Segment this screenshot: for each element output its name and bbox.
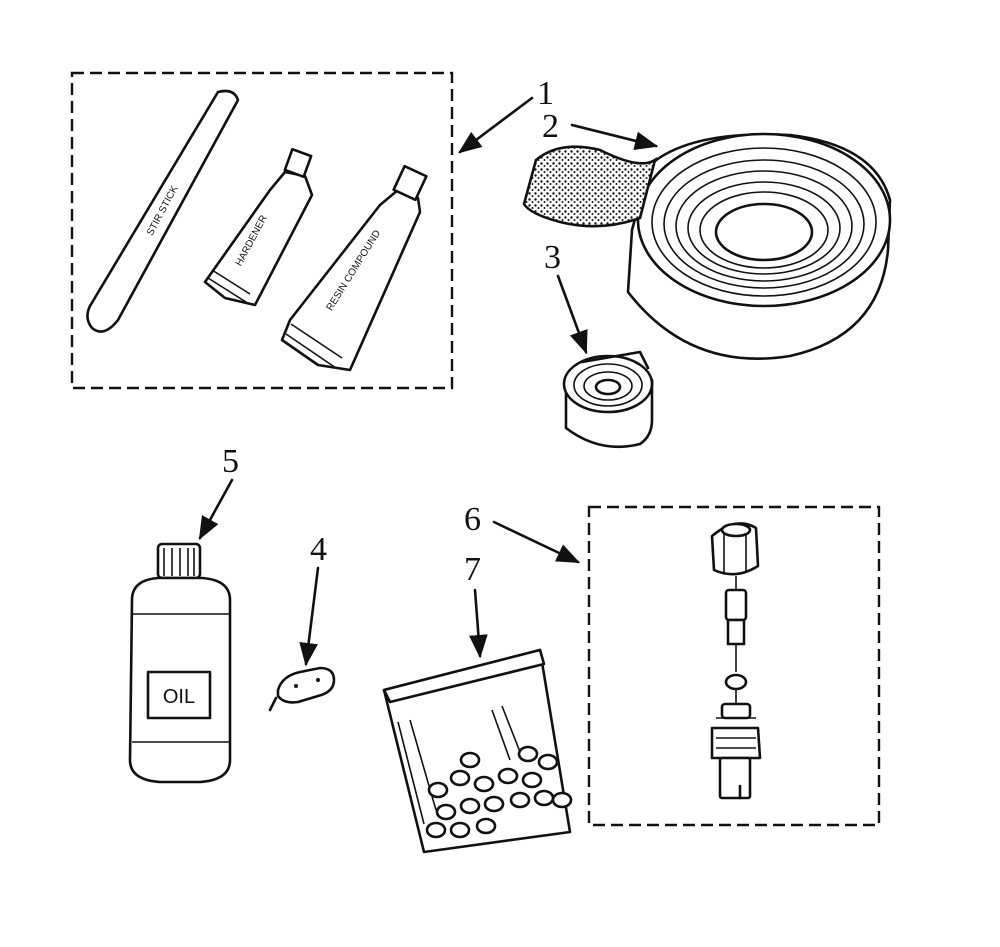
callout-6: 6 <box>464 501 481 538</box>
callout-3-leader <box>556 274 588 355</box>
callout-3: 3 <box>544 239 561 276</box>
fitting-kit-group <box>587 505 881 827</box>
oil-label: OIL <box>163 686 195 708</box>
callout-5-leader <box>198 478 234 541</box>
epoxy-kit-box <box>70 71 454 390</box>
callout-1-leader <box>458 96 534 154</box>
callout-7-leader <box>469 588 488 659</box>
callout-5: 5 <box>222 443 239 480</box>
stir-stick: STIR STICK <box>86 89 240 333</box>
tape-roll <box>562 350 654 449</box>
oil-bottle: OIL <box>128 542 232 784</box>
resin-compound-tube: RESIN COMPOUND <box>280 164 428 372</box>
callout-4-leader <box>299 566 320 667</box>
callout-1: 1 <box>537 75 554 112</box>
sanding-roll <box>522 132 892 360</box>
epoxy-kit-group: STIR STICK HARDENER RESIN COMPOUND <box>70 71 454 390</box>
callout-7: 7 <box>464 551 481 588</box>
fitting-stem <box>724 588 748 672</box>
sanding-strip <box>522 145 658 228</box>
parts-bag <box>382 648 573 854</box>
callout-2-leader <box>570 123 659 150</box>
fitting-washer <box>724 673 748 691</box>
callout-2: 2 <box>542 108 559 145</box>
fitting-kit-box <box>587 505 881 827</box>
fitting-nut <box>710 522 760 576</box>
capsule-part <box>268 666 336 712</box>
callout-4: 4 <box>310 531 327 568</box>
fitting-body <box>710 702 762 800</box>
o-rings <box>425 745 573 839</box>
callout-6-leader <box>492 520 581 564</box>
hardener-tube: HARDENER <box>203 147 314 307</box>
